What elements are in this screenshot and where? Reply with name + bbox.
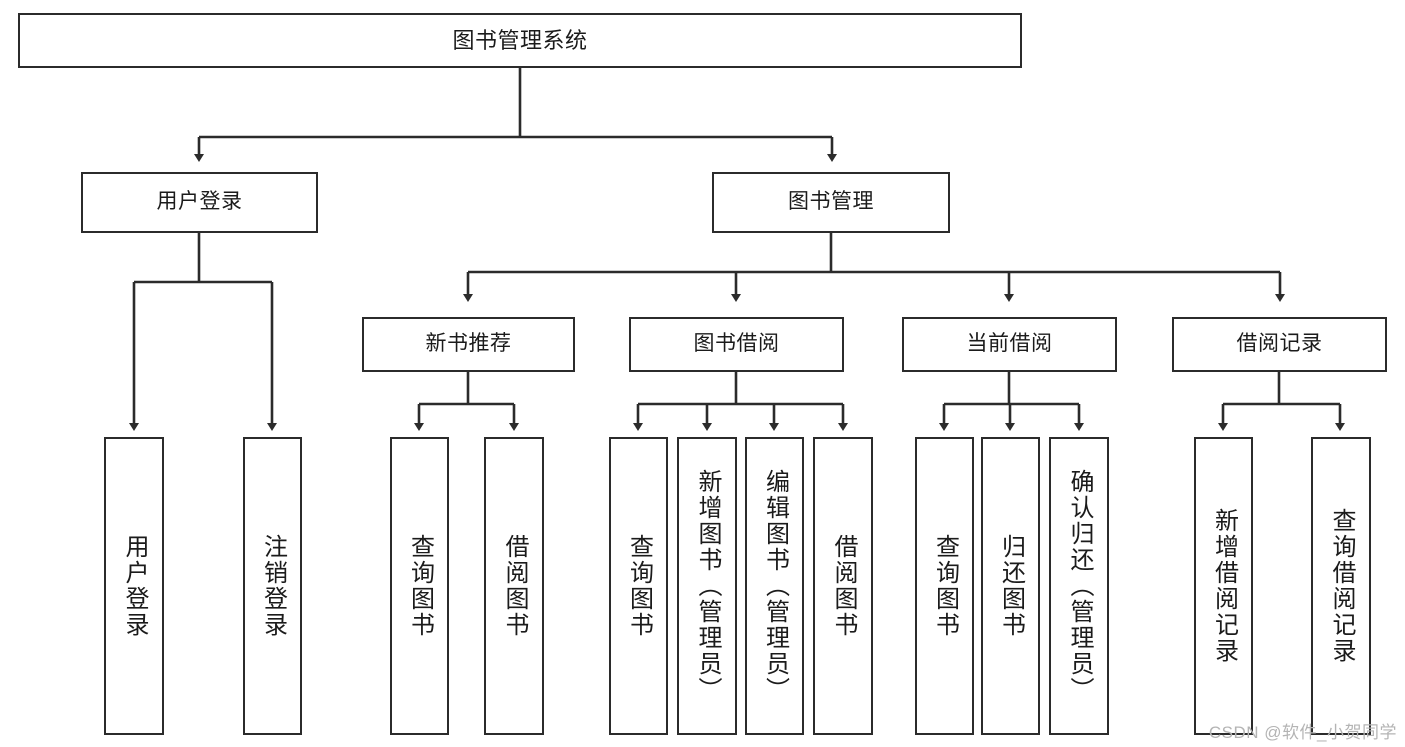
node-label: 新书推荐 xyxy=(425,332,512,356)
node-label: 查询图书 xyxy=(931,534,959,638)
node-book-borrow[interactable]: 图书借阅 xyxy=(629,317,844,372)
leaf-record-add-borrow-record[interactable]: 新增借阅记录 xyxy=(1194,437,1253,735)
node-label: 借阅图书 xyxy=(500,534,528,638)
leaf-current-query-book[interactable]: 查询图书 xyxy=(915,437,974,735)
leaf-user-logout[interactable]: 注销登录 xyxy=(243,437,302,735)
node-label: 用户登录 xyxy=(156,190,243,214)
node-label: 新增图书（管理员） xyxy=(693,469,721,703)
leaf-borrow-add-book-admin[interactable]: 新增图书（管理员） xyxy=(677,437,737,735)
node-borrow-record[interactable]: 借阅记录 xyxy=(1172,317,1387,372)
node-new-book-recommend[interactable]: 新书推荐 xyxy=(362,317,575,372)
node-root-book-management-system[interactable]: 图书管理系统 xyxy=(18,13,1022,68)
node-label: 用户登录 xyxy=(120,534,148,638)
node-label: 新增借阅记录 xyxy=(1210,508,1238,664)
leaf-borrow-query-book[interactable]: 查询图书 xyxy=(609,437,668,735)
leaf-borrow-borrow-book[interactable]: 借阅图书 xyxy=(813,437,873,735)
node-label: 当前借阅 xyxy=(966,332,1053,356)
node-label: 图书管理 xyxy=(788,190,874,214)
node-label: 借阅图书 xyxy=(829,534,857,638)
node-label: 图书借阅 xyxy=(693,332,780,356)
node-user-login[interactable]: 用户登录 xyxy=(81,172,318,233)
node-label: 确认归还（管理员） xyxy=(1065,469,1093,703)
node-label: 查询借阅记录 xyxy=(1327,508,1355,664)
leaf-current-confirm-return-admin[interactable]: 确认归还（管理员） xyxy=(1049,437,1109,735)
csdn-watermark: CSDN @软件_小贺同学 xyxy=(1208,723,1397,742)
node-label: 借阅记录 xyxy=(1236,332,1323,356)
node-label: 查询图书 xyxy=(625,534,653,638)
leaf-recommend-borrow-book[interactable]: 借阅图书 xyxy=(484,437,544,735)
leaf-user-login[interactable]: 用户登录 xyxy=(104,437,164,735)
node-label: 编辑图书（管理员） xyxy=(761,469,789,703)
node-label: 注销登录 xyxy=(259,534,287,638)
leaf-current-return-book[interactable]: 归还图书 xyxy=(981,437,1040,735)
node-current-borrow[interactable]: 当前借阅 xyxy=(902,317,1117,372)
node-label: 图书管理系统 xyxy=(452,27,588,53)
leaf-record-query-borrow-record[interactable]: 查询借阅记录 xyxy=(1311,437,1371,735)
leaf-borrow-edit-book-admin[interactable]: 编辑图书（管理员） xyxy=(745,437,804,735)
node-book-management[interactable]: 图书管理 xyxy=(712,172,950,233)
node-label: 查询图书 xyxy=(406,534,434,638)
node-label: 归还图书 xyxy=(997,534,1025,638)
leaf-recommend-query-book[interactable]: 查询图书 xyxy=(390,437,449,735)
